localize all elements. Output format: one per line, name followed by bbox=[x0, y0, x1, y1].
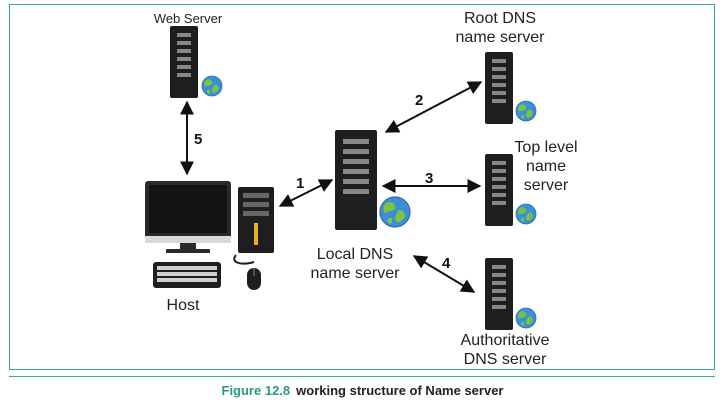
top-level-tower-icon bbox=[485, 154, 537, 226]
web-server-label: Web Server bbox=[153, 11, 223, 26]
keyboard-icon bbox=[153, 262, 221, 288]
authoritative-label: Authoritative DNS server bbox=[430, 331, 580, 369]
root-dns-label-line-1: Root DNS bbox=[463, 10, 537, 27]
authoritative-label-line-1: Authoritative bbox=[460, 332, 550, 349]
figure-caption: Figure 12.8 working structure of Name ser… bbox=[0, 383, 725, 398]
step-1-label: 1 bbox=[296, 175, 305, 192]
step-5-label: 5 bbox=[194, 131, 203, 148]
root-dns-label-line-2: name server bbox=[455, 29, 545, 46]
caption-divider bbox=[9, 376, 715, 377]
globe-icon bbox=[515, 307, 537, 329]
globe-icon bbox=[201, 75, 223, 97]
local-dns-label-line-1: Local DNS bbox=[316, 246, 394, 263]
local-dns-tower-icon bbox=[335, 130, 411, 230]
step-4-label: 4 bbox=[442, 255, 451, 272]
top-level-label: Top level name server bbox=[496, 138, 596, 195]
cpu-tower-icon bbox=[233, 187, 274, 265]
local-dns-label-line-2: name server bbox=[310, 265, 400, 282]
arrow-4 bbox=[412, 255, 476, 293]
web-server-tower-icon bbox=[170, 26, 223, 98]
top-level-label-line-3: server bbox=[523, 177, 569, 194]
monitor-icon bbox=[145, 181, 231, 253]
top-level-label-line-1: Top level bbox=[514, 139, 578, 156]
host-label: Host bbox=[166, 297, 200, 314]
globe-icon bbox=[379, 196, 411, 228]
globe-icon bbox=[515, 100, 537, 122]
diagram-frame bbox=[9, 4, 715, 370]
step-3-label: 3 bbox=[425, 170, 434, 187]
root-dns-label: Root DNS name server bbox=[430, 9, 570, 47]
top-level-label-line-2: name bbox=[525, 158, 567, 175]
authoritative-tower-icon bbox=[485, 258, 537, 330]
globe-icon bbox=[515, 203, 537, 225]
mouse-icon bbox=[247, 268, 261, 290]
step-2-label: 2 bbox=[415, 92, 424, 109]
caption-figure-number: Figure 12.8 bbox=[221, 383, 291, 398]
caption-text: working structure of Name server bbox=[296, 383, 504, 398]
local-dns-label: Local DNS name server bbox=[290, 245, 420, 283]
arrow-2 bbox=[384, 81, 483, 133]
authoritative-label-line-2: DNS server bbox=[463, 351, 547, 368]
arrow-1 bbox=[278, 179, 334, 207]
root-dns-tower-icon bbox=[485, 52, 537, 124]
